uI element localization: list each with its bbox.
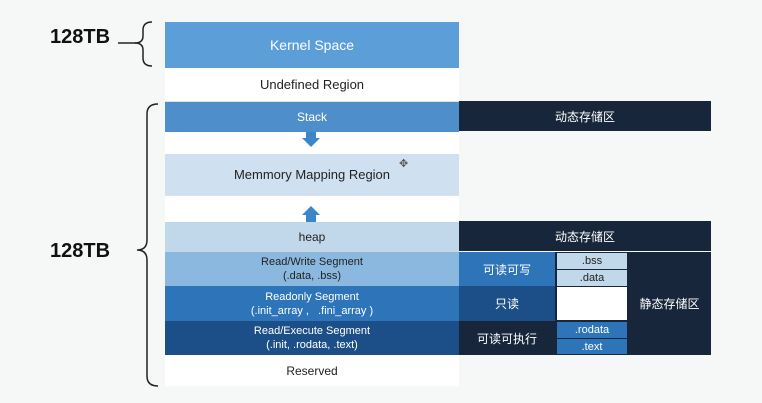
text-box: .text xyxy=(557,339,627,354)
heap-up-arrow-stem xyxy=(306,215,316,222)
undefined-region: Undefined Region xyxy=(165,68,459,102)
stack-down-arrow-stem xyxy=(306,132,316,138)
top-brace xyxy=(134,21,153,67)
ro-segment: Readonly Segment (.init_array , .fini_ar… xyxy=(165,286,459,321)
rw-permission: 可读可写 xyxy=(459,252,555,286)
bottom-brace xyxy=(136,103,159,387)
mmap-region: Memmory Mapping Region xyxy=(165,154,459,196)
rx-permission-label: 可读可执行 xyxy=(476,331,537,346)
dynamic-storage-top-label: 动态存储区 xyxy=(554,109,615,124)
rw-title: Read/Write Segment xyxy=(261,256,363,268)
rw-permission-label: 可读可写 xyxy=(482,262,531,277)
mmap-label: Memmory Mapping Region xyxy=(233,167,391,182)
reserved-region: Reserved xyxy=(165,355,459,386)
heap-segment: heap xyxy=(165,222,459,252)
heap-up-arrow-icon xyxy=(302,206,320,215)
top-size-label: 128TB xyxy=(50,26,111,48)
bss-label: .bss xyxy=(581,255,603,267)
bottom-size-label: 128TB xyxy=(50,240,111,262)
kernel-space-label: Kernel Space xyxy=(269,37,355,53)
static-storage-label: 静态存储区 xyxy=(639,297,700,311)
rx-sections: (.init, .rodata, .text) xyxy=(266,339,358,351)
undefined-region-label: Undefined Region xyxy=(259,77,365,92)
heap-label: heap xyxy=(298,230,326,244)
stack-segment: Stack xyxy=(165,102,459,132)
dynamic-storage-mid-label: 动态存储区 xyxy=(554,229,615,244)
kernel-space: Kernel Space xyxy=(165,22,459,68)
static-storage: 静态存储区 xyxy=(628,252,711,355)
data-label: .data xyxy=(579,272,605,284)
rx-title: Read/Execute Segment xyxy=(253,325,371,337)
reserved-label: Reserved xyxy=(286,363,338,378)
ro-permission: 只读 xyxy=(459,286,555,321)
rw-segment: Read/Write Segment (.data, .bss) xyxy=(165,252,459,286)
ro-sections: (.init_array , .fini_array ) xyxy=(250,304,374,317)
rodata-label: .rodata xyxy=(574,324,610,336)
data-box: .data xyxy=(557,270,627,286)
stack-down-arrow-icon xyxy=(302,138,320,147)
rx-segment: Read/Execute Segment (.init, .rodata, .t… xyxy=(165,321,459,355)
dynamic-storage-top: 动态存储区 xyxy=(459,101,711,131)
ro-permission-label: 只读 xyxy=(494,297,519,311)
rodata-box: .rodata xyxy=(557,322,627,338)
dynamic-storage-mid: 动态存储区 xyxy=(459,221,711,251)
rw-sections: (.data, .bss) xyxy=(282,270,342,282)
ro-title: Readonly Segment xyxy=(265,290,359,303)
text-label: .text xyxy=(581,340,603,353)
mouse-cursor-icon: ✥ xyxy=(399,158,409,170)
ro-empty-box xyxy=(557,287,627,320)
stack-label: Stack xyxy=(296,110,327,124)
rx-permission: 可读可执行 xyxy=(459,321,555,355)
bss-box: .bss xyxy=(557,253,627,269)
